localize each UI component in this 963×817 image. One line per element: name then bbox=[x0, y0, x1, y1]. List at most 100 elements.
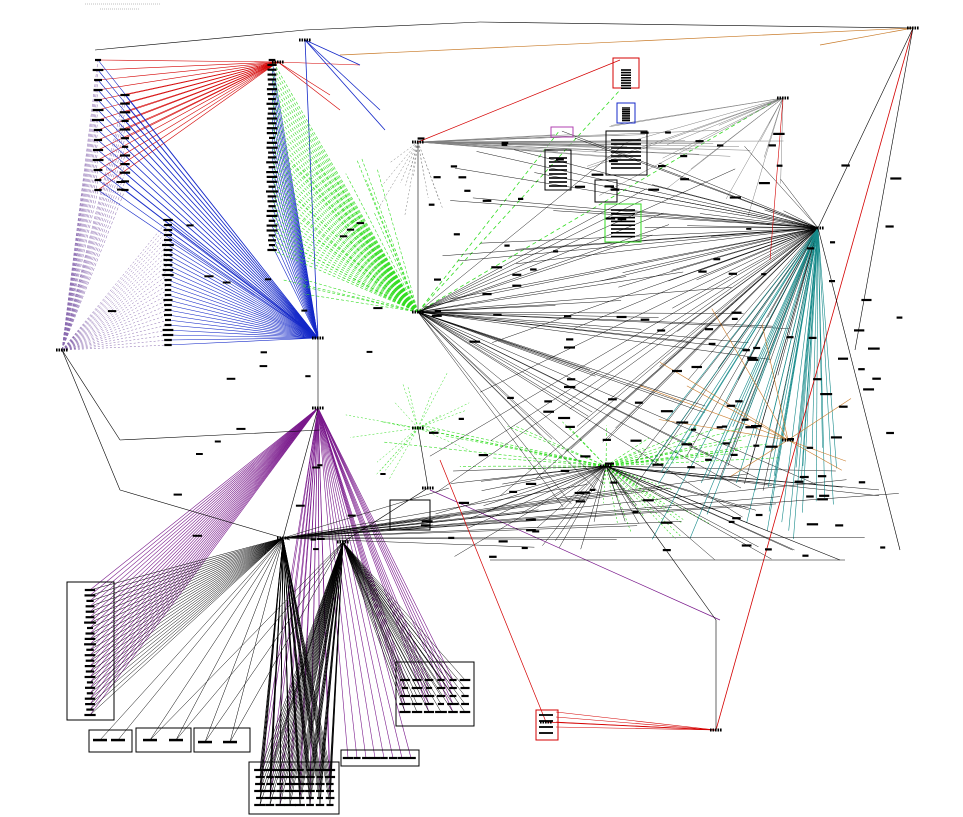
green-edge bbox=[385, 427, 419, 471]
purple-edge bbox=[317, 407, 454, 713]
black-edge bbox=[89, 537, 284, 705]
black-edge bbox=[282, 537, 865, 539]
node-label bbox=[433, 176, 441, 179]
red-edge bbox=[417, 59, 621, 143]
teal-edge bbox=[802, 227, 819, 513]
orange-edge bbox=[787, 439, 842, 471]
node-label bbox=[268, 244, 276, 247]
black-edge bbox=[500, 227, 819, 496]
teal-edge bbox=[817, 227, 834, 505]
black-edge bbox=[269, 541, 344, 785]
hub-node-green-hub bbox=[412, 310, 424, 314]
node-label bbox=[380, 756, 388, 760]
node-label bbox=[268, 185, 276, 188]
node-label bbox=[461, 694, 469, 698]
node-label bbox=[423, 710, 435, 714]
node-label bbox=[198, 740, 212, 744]
node-label bbox=[93, 148, 104, 152]
node-label bbox=[85, 659, 95, 662]
node-label bbox=[428, 203, 435, 206]
node-label bbox=[164, 343, 172, 347]
node-label bbox=[687, 466, 695, 469]
blue-edge bbox=[271, 196, 319, 339]
red-edge bbox=[97, 61, 279, 81]
node-label bbox=[662, 549, 671, 552]
purple-edge bbox=[317, 407, 403, 759]
cluster-box-mid bbox=[544, 149, 572, 191]
black-edge bbox=[480, 227, 819, 244]
black-edge bbox=[342, 541, 430, 697]
node-label bbox=[94, 188, 102, 192]
orange-edge bbox=[711, 308, 789, 441]
node-label bbox=[121, 188, 129, 192]
blue-edge bbox=[271, 206, 319, 339]
teal-edge bbox=[732, 227, 819, 427]
green-edge bbox=[417, 390, 433, 429]
node-label bbox=[608, 398, 617, 401]
lavender-edge bbox=[61, 274, 169, 351]
black-edge bbox=[259, 541, 344, 778]
green-edge bbox=[271, 152, 419, 313]
node-label bbox=[604, 185, 614, 188]
node-label bbox=[835, 524, 844, 527]
teal-edge bbox=[665, 227, 819, 422]
lavender-edge bbox=[61, 239, 169, 351]
node-label bbox=[284, 782, 296, 786]
cluster-box-bottom-b bbox=[135, 727, 192, 753]
node-label bbox=[622, 112, 630, 115]
cluster-box-left bbox=[66, 581, 115, 721]
node-label bbox=[716, 426, 723, 429]
black-edge bbox=[117, 537, 284, 741]
node-label bbox=[459, 678, 471, 682]
node-label bbox=[85, 605, 95, 608]
node-label bbox=[761, 273, 767, 276]
gray-edge bbox=[417, 141, 751, 151]
black-edge bbox=[417, 143, 626, 313]
black-edge bbox=[279, 541, 344, 792]
black-edge bbox=[686, 227, 819, 456]
gray-edge bbox=[417, 141, 627, 158]
purple-edge bbox=[317, 407, 454, 681]
node-label bbox=[399, 678, 411, 682]
node-label bbox=[274, 768, 286, 772]
lavender-edge bbox=[61, 279, 169, 351]
black-edge bbox=[289, 541, 344, 771]
teal-edge bbox=[817, 227, 823, 448]
node-label bbox=[397, 756, 407, 760]
blue-edge bbox=[271, 128, 319, 339]
green-edge bbox=[605, 429, 714, 467]
node-label bbox=[305, 775, 315, 779]
node-label bbox=[549, 169, 567, 171]
node-label bbox=[306, 803, 314, 807]
green-edge bbox=[341, 276, 419, 313]
black-edge bbox=[542, 465, 607, 546]
node-label bbox=[266, 190, 278, 193]
teal-edge bbox=[736, 227, 819, 483]
node-label bbox=[266, 209, 278, 213]
node-label bbox=[676, 421, 689, 424]
red-edge bbox=[124, 61, 279, 96]
green-edge bbox=[271, 69, 419, 313]
lavender-edge bbox=[61, 269, 169, 351]
node-label bbox=[652, 463, 664, 466]
green-edge bbox=[271, 128, 419, 313]
black-edge bbox=[99, 537, 284, 741]
gray-edge bbox=[592, 97, 784, 153]
black-edge bbox=[89, 537, 284, 629]
node-label bbox=[87, 626, 94, 630]
lavender-edge bbox=[61, 334, 169, 351]
lavender-edge bbox=[61, 112, 126, 351]
black-edge bbox=[229, 541, 344, 743]
node-label bbox=[708, 342, 716, 345]
blue-edge bbox=[167, 337, 319, 341]
blue-edge bbox=[271, 167, 319, 339]
red-edge bbox=[97, 61, 279, 191]
node-label bbox=[312, 466, 321, 469]
gray-edge bbox=[382, 141, 419, 185]
black-edge bbox=[342, 541, 418, 713]
node-label bbox=[196, 453, 203, 455]
node-label bbox=[268, 97, 276, 101]
black-edge bbox=[417, 311, 790, 329]
red-edge bbox=[124, 61, 279, 130]
node-label bbox=[84, 621, 96, 624]
